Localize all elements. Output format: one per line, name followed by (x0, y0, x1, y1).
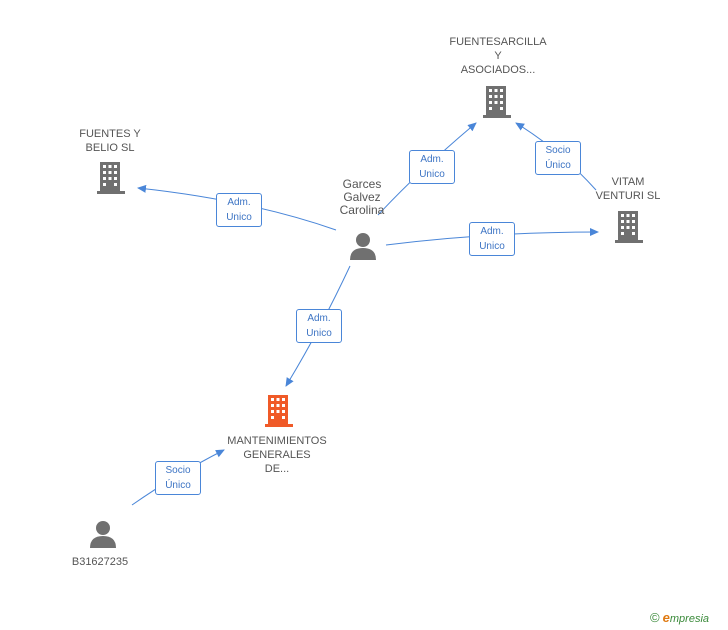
edge-label-line: Adm. (227, 197, 251, 208)
node-label-fuentes-belio: FUENTES Y BELIO SL (60, 127, 160, 155)
label-line: FUENTES Y (79, 128, 141, 140)
node-label-b31627235: B31627235 (55, 555, 145, 569)
building-icon[interactable] (483, 86, 511, 118)
label-line: VITAM (611, 176, 645, 188)
person-icon[interactable] (350, 233, 376, 260)
label-line: Carolina (339, 203, 385, 217)
edge-label-line: Socio (545, 145, 571, 156)
brand-initial: e (662, 610, 670, 625)
edge-label-garces-fuentes-belio[interactable]: Adm. Unico (216, 193, 262, 227)
building-icon[interactable] (265, 395, 293, 427)
edge-label-line: Unico (306, 328, 332, 339)
building-icon[interactable] (97, 162, 125, 194)
edge-label-line: Unico (419, 169, 445, 180)
label-line: Garces (342, 177, 382, 191)
label-line: DE... (264, 463, 290, 475)
label-line: BELIO SL (85, 142, 135, 154)
node-label-fuentesarcilla: FUENTESARCILLA Y ASOCIADOS... (436, 35, 560, 77)
node-label-mantenimientos: MANTENIMIENTOS GENERALES DE... (212, 434, 342, 476)
label-line: Galvez (343, 190, 381, 204)
label-line: Y (494, 50, 502, 62)
label-line: B31627235 (71, 556, 129, 568)
edge-label-line: Único (545, 160, 571, 171)
label-line: VENTURI SL (595, 190, 661, 202)
copyright-symbol: © (650, 610, 660, 625)
edge-label-garces-vitam[interactable]: Adm. Unico (469, 222, 515, 256)
node-label-garces: Garces Galvez Carolina (325, 178, 399, 217)
person-icon[interactable] (90, 521, 116, 548)
edge-label-line: Socio (165, 465, 191, 476)
building-icon[interactable] (615, 211, 643, 243)
edge-label-line: Único (165, 480, 191, 491)
label-line: FUENTESARCILLA (449, 36, 547, 48)
node-label-vitam: VITAM VENTURI SL (588, 175, 668, 203)
edge-label-vitam-fuentesarcilla[interactable]: Socio Único (535, 141, 581, 175)
empresia-logo: © empresia (650, 610, 709, 625)
label-line: GENERALES (243, 449, 311, 461)
edge-label-garces-mantenimientos[interactable]: Adm. Unico (296, 309, 342, 343)
label-line: MANTENIMIENTOS (227, 435, 327, 447)
edge-label-line: Unico (226, 212, 252, 223)
label-line: ASOCIADOS... (460, 64, 536, 76)
edge-label-line: Adm. (480, 226, 504, 237)
edge-label-b316-mantenimientos[interactable]: Socio Único (155, 461, 201, 495)
edge-label-line: Adm. (307, 313, 331, 324)
edge-label-line: Unico (479, 241, 505, 252)
brand-name: mpresia (669, 613, 710, 625)
edge-label-garces-fuentesarcilla[interactable]: Adm. Unico (409, 150, 455, 184)
edge-label-line: Adm. (420, 154, 444, 165)
